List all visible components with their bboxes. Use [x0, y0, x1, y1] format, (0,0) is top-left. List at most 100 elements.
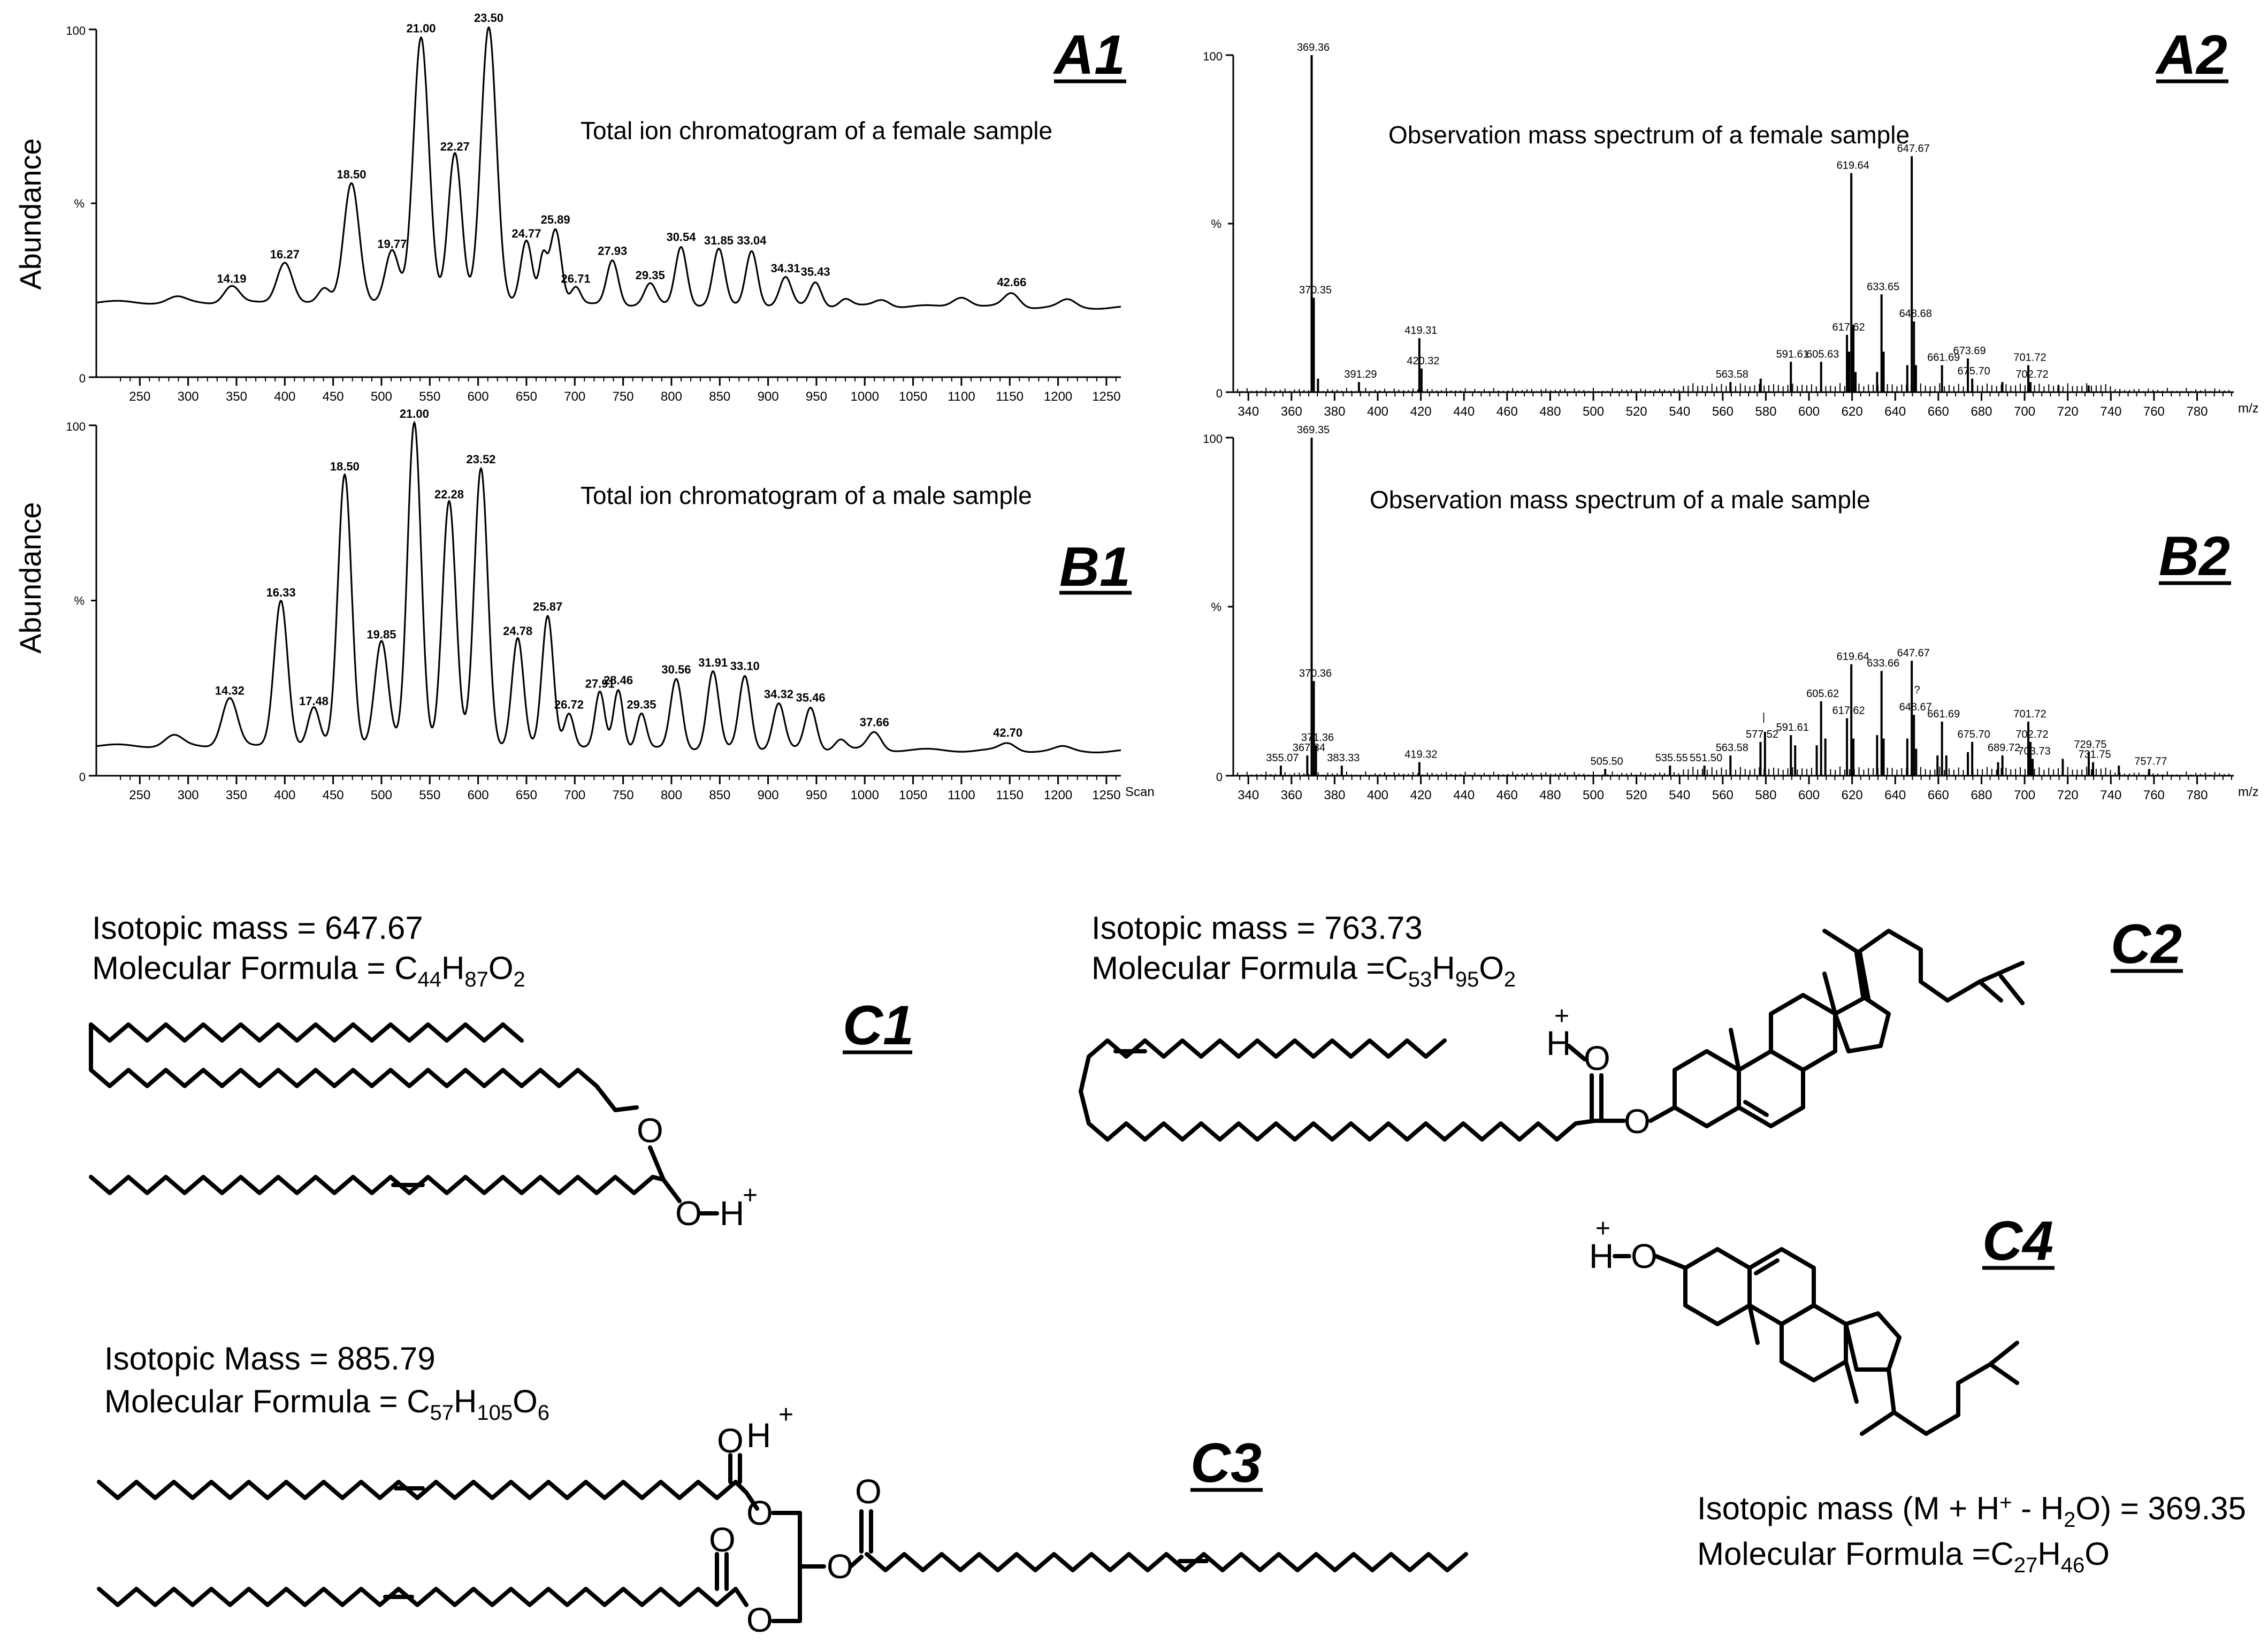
- b2-peak-label: 729.75: [2074, 739, 2106, 751]
- a2-xtick-label: 480: [1539, 404, 1561, 419]
- c2-formula: Molecular Formula =C53H95O2: [1091, 950, 1516, 991]
- a2-marks: [1237, 55, 2230, 392]
- a2-peak-label: 420.32: [1407, 355, 1439, 367]
- a1-peak-label: 33.04: [737, 234, 767, 247]
- b1-peak-label: 35.46: [796, 691, 826, 705]
- b1-xlabel: Scan: [1125, 785, 1155, 799]
- a1-ytick-label: 100: [66, 24, 86, 37]
- b1-peak-label: 21.00: [400, 407, 429, 420]
- c4-ring-c: [1780, 1303, 1848, 1382]
- a1-xtick-label: 1100: [948, 389, 975, 404]
- b2-peak-label: 731.75: [2078, 749, 2111, 761]
- b1-xtick-label: 1150: [996, 788, 1024, 802]
- b1-peak-label: 28.46: [604, 674, 633, 687]
- b2-ytick-label: 100: [1203, 432, 1223, 446]
- b2-xtick-label: 480: [1539, 788, 1561, 802]
- c3-o-bot-carbonyl: O: [709, 1520, 736, 1559]
- a2-xtick-label: 560: [1712, 404, 1734, 419]
- c3-o-bot: O: [746, 1601, 773, 1639]
- a2-xtick-label: 440: [1453, 404, 1475, 419]
- b2-peak-label: 633.66: [1867, 657, 1899, 669]
- c4-ring-b-double: [1754, 1258, 1780, 1275]
- structure-c4: C4 H + O Isotopic mass (M + H+ - H2O) = …: [1589, 1210, 2246, 1577]
- c2-ring-c: [1769, 993, 1837, 1072]
- a2-xtick-label: 540: [1669, 404, 1690, 419]
- b1-xtick-label: 900: [758, 788, 779, 802]
- b2-peak-label: 702.72: [2015, 729, 2048, 740]
- a1-ylabel: Abundance: [13, 138, 47, 289]
- a2-title: Observation mass spectrum of a female sa…: [1388, 121, 1910, 149]
- a2-peak-label: 563.58: [1716, 369, 1748, 380]
- a2-peak-label: 633.65: [1867, 281, 1899, 293]
- a2-peak-labels: 369.36370.35391.29419.31420.32563.58591.…: [1297, 42, 2049, 380]
- a1-title: Total ion chromatogram of a female sampl…: [581, 117, 1052, 144]
- c4-side-chain: [1860, 1362, 2019, 1436]
- b1-xtick-label: 750: [613, 788, 634, 802]
- c2-ring-a: [1673, 1049, 1741, 1128]
- c2-ring-d: [1833, 996, 1891, 1053]
- c4-label: C4: [1982, 1210, 2053, 1272]
- c1-chain-bottom: [89, 1175, 674, 1195]
- b1-peak-label: 26.72: [554, 698, 584, 712]
- a1-xtick-label: 250: [129, 389, 150, 404]
- b2-peak-label: 577.52: [1746, 729, 1778, 740]
- a2-xtick-label: 520: [1626, 404, 1647, 419]
- b2-xtick-label: 340: [1238, 788, 1259, 802]
- b2-peak-label: 419.32: [1404, 749, 1437, 761]
- a2-xtick-label: 360: [1281, 404, 1302, 419]
- a2-peak-label: 661.69: [1927, 352, 1960, 364]
- c3-chain-right: [865, 1552, 1468, 1572]
- chart-b2: Observation mass spectrum of a male samp…: [1203, 424, 2258, 802]
- b2-peak-label: 383.33: [1327, 752, 1360, 764]
- b2-peak-label: 563.58: [1716, 742, 1748, 754]
- c1-ester-link: [648, 1145, 666, 1182]
- c2-mass: Isotopic mass = 763.73: [1091, 910, 1423, 946]
- b1-trace: [96, 420, 1121, 754]
- b1-peak-label: 24.78: [503, 624, 532, 638]
- b2-title: Observation mass spectrum of a male samp…: [1370, 486, 1870, 514]
- b1-peak-label: 27.91: [585, 677, 615, 690]
- a2-peak-label: 647.67: [1897, 143, 1930, 155]
- a1-peak-label: 14.19: [217, 272, 246, 286]
- b1-marks: [96, 420, 1121, 754]
- b1-xtick-label: 1250: [1092, 788, 1120, 802]
- a1-xtick-label: 950: [806, 389, 827, 404]
- a1-xtick-label: 650: [516, 389, 537, 404]
- c2-label: C2: [2111, 913, 2182, 975]
- c4-formula: Molecular Formula =C27H46O: [1697, 1536, 2110, 1577]
- b2-peak-label: 371.36: [1301, 732, 1334, 744]
- a1-xtick-label: 1200: [1044, 389, 1072, 404]
- a2-peak-label: 370.35: [1299, 285, 1332, 296]
- a1-peak-label: 29.35: [636, 269, 665, 282]
- b2-xtick-label: 520: [1626, 788, 1647, 802]
- b2-annotation: |: [1762, 712, 1765, 723]
- c2-h-bond: [1567, 1044, 1587, 1061]
- b2-xtick-label: 760: [2143, 788, 2165, 802]
- c3-mid-link: [849, 1555, 864, 1569]
- b1-peak-label: 34.32: [764, 687, 793, 701]
- a2-ytick-label: 0: [1216, 387, 1223, 400]
- a2-xtick-label: 620: [1842, 404, 1863, 419]
- a2-peak-label: 419.31: [1404, 325, 1437, 337]
- b1-ylabel: Abundance: [13, 502, 47, 653]
- b1-xtick-label: 850: [709, 788, 730, 802]
- b2-peak-label: 689.72: [1988, 742, 2020, 754]
- b1-xtick-label: 550: [419, 788, 440, 802]
- a2-peak-label: 619.64: [1837, 160, 1869, 172]
- c4-o: O: [1631, 1237, 1658, 1275]
- a2-peak-label: 702.72: [2015, 369, 2048, 380]
- b2-marks: [1237, 438, 2230, 776]
- b2-peak-label: 355.07: [1266, 752, 1299, 764]
- c4-methyl-1: [1747, 1303, 1760, 1345]
- b2-xtick-label: 680: [1971, 788, 1992, 802]
- b2-xtick-label: 660: [1928, 788, 1949, 802]
- a2-xtick-label: 460: [1496, 404, 1518, 419]
- b2-xtick-label: 720: [2057, 788, 2079, 802]
- a2-peak-label: 605.63: [1806, 348, 1839, 360]
- a2-xtick-label: 420: [1410, 404, 1432, 419]
- a2-peak-label: 591.61: [1776, 348, 1809, 360]
- c1-label: C1: [843, 995, 914, 1057]
- c2-carbonyl-o: O: [1584, 1039, 1610, 1077]
- a2-peak-label: 701.72: [2013, 352, 2046, 364]
